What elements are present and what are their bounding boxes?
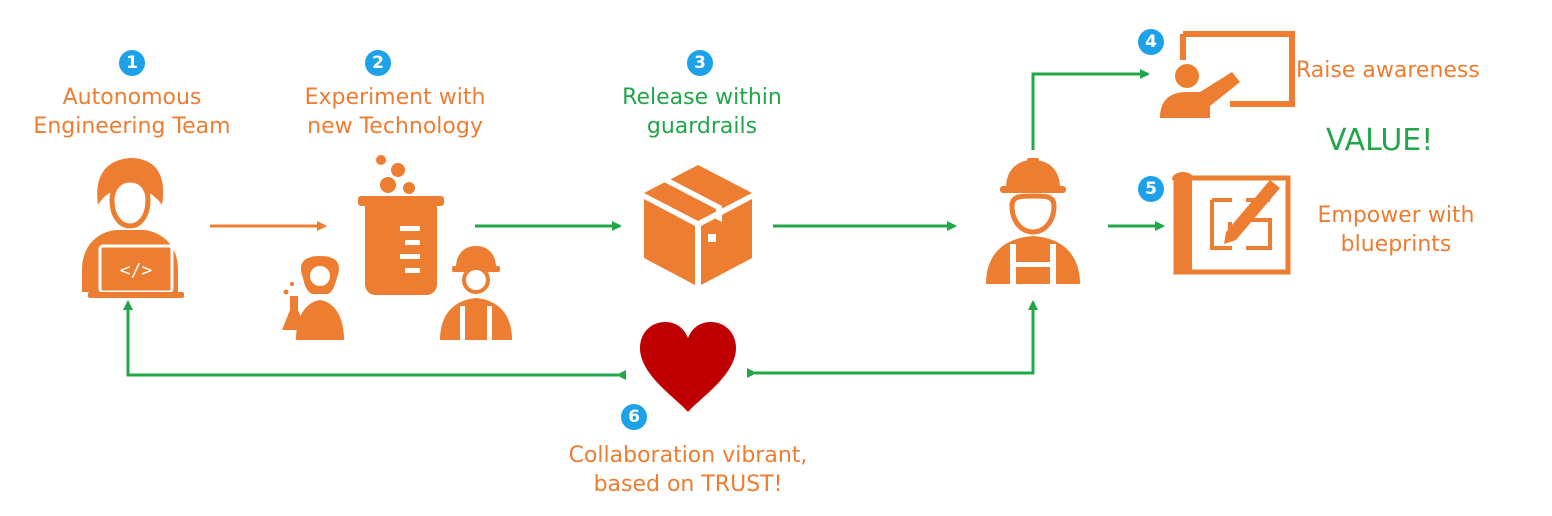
step-3-label-line1: Release within: [622, 85, 782, 110]
step-1-label-line2: Engineering Team: [33, 114, 231, 139]
step-4-label: Raise awareness: [1296, 56, 1510, 85]
step-6-label-line2: based on TRUST!: [593, 472, 783, 497]
presentation-board-icon: [1160, 31, 1295, 118]
step-4-label-line1: Raise awareness: [1296, 58, 1480, 83]
step-5-label-line2: blueprints: [1340, 232, 1452, 257]
step-2-label-line1: Experiment with: [304, 85, 486, 110]
step-2-label: Experiment with new Technology: [270, 83, 520, 141]
step-5-label-line1: Empower with: [1317, 203, 1475, 228]
step-6-label: Collaboration vibrant, based on TRUST!: [538, 441, 838, 499]
svg-text:</>: </>: [120, 260, 153, 281]
arrow-heart-to-team: [123, 300, 626, 380]
step-3-badge: 3: [687, 50, 713, 76]
step-4-badge: 4: [1138, 29, 1164, 55]
beaker-scientist-engineer-icon: [282, 155, 512, 340]
step-1-label: Autonomous Engineering Team: [10, 83, 254, 141]
blueprint-pencil-icon: [1172, 172, 1291, 275]
package-box-icon: [644, 165, 752, 285]
step-2-label-line2: new Technology: [307, 114, 483, 139]
step-5-label: Empower with blueprints: [1296, 201, 1496, 259]
step-2-badge: 2: [365, 50, 391, 76]
step-5-badge: 5: [1138, 176, 1164, 202]
engineer-hardhat-icon: [986, 158, 1080, 284]
step-3-label: Release within guardrails: [588, 83, 816, 141]
step-6-label-line1: Collaboration vibrant,: [568, 443, 808, 468]
step-1-label-line1: Autonomous: [62, 85, 202, 110]
value-label: VALUE!: [1326, 123, 1434, 158]
developer-laptop-icon: </>: [82, 158, 184, 298]
step-1-badge: 1: [119, 50, 145, 76]
heart-icon: [640, 322, 736, 412]
arrow-heart-to-engineer: [747, 300, 1038, 378]
step-6-badge: 6: [621, 404, 647, 430]
arrow-engineer-to-4: [1031, 69, 1150, 150]
step-3-label-line2: guardrails: [646, 114, 758, 139]
